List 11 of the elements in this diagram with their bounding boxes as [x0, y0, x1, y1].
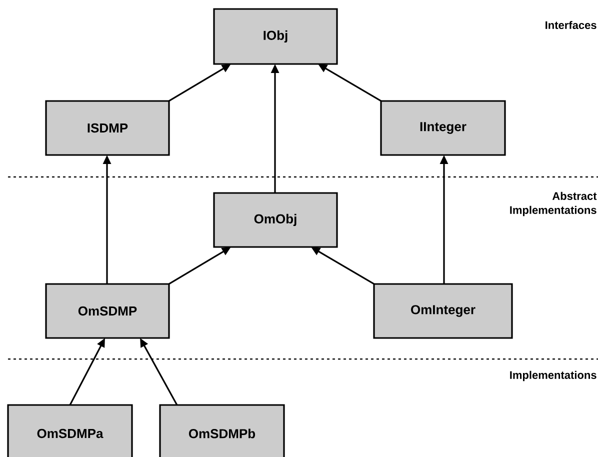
class-box: OmSDMPb [159, 404, 285, 457]
class-box: OmSDMPa [7, 404, 133, 457]
class-box: ISDMP [45, 100, 170, 156]
class-box: IInteger [380, 100, 506, 156]
class-box: OmSDMP [45, 283, 170, 339]
layer-label: Interfaces [546, 20, 596, 30]
layer-label: Abstract Implementations [510, 192, 597, 216]
class-box: OmInteger [373, 283, 513, 339]
layer-label: Implementations [510, 370, 596, 382]
class-box: IObj [213, 8, 338, 65]
class-box: OmObj [213, 192, 338, 248]
